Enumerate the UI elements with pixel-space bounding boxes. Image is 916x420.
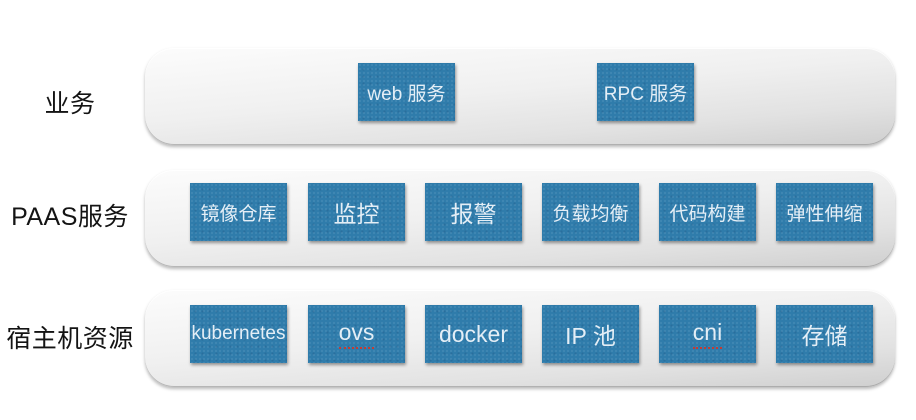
- node-code-build: 代码构建: [659, 183, 756, 241]
- layer-label-business: 业务: [44, 90, 96, 118]
- node-code-build-label: 代码构建: [669, 203, 746, 225]
- node-monitoring-label: 监控: [333, 201, 380, 227]
- node-kubernetes-label: kubernetes: [191, 323, 286, 344]
- paas-layer-bar: 镜像仓库 监控 报警 负载均衡 代码构建 弹性伸缩: [145, 170, 895, 267]
- node-docker-label: docker: [438, 320, 509, 347]
- node-rpc-service-label: RPC 服务: [603, 83, 688, 105]
- business-layer-bar: web 服务 RPC 服务: [145, 48, 895, 145]
- host-layer-bar: kubernetes ovs docker IP 池 cni 存储: [145, 290, 895, 387]
- node-ovs-label: ovs: [338, 319, 375, 349]
- node-ip-pool: IP 池: [542, 305, 639, 363]
- node-image-registry-label: 镜像仓库: [200, 203, 277, 225]
- node-auto-scaling: 弹性伸缩: [776, 183, 873, 241]
- node-image-registry: 镜像仓库: [190, 183, 287, 241]
- node-cni: cni: [659, 305, 756, 363]
- node-load-balancer-label: 负载均衡: [552, 203, 629, 225]
- node-storage-label: 存储: [801, 323, 848, 349]
- node-web-service-label: web 服务: [367, 83, 446, 105]
- node-ip-pool-label: IP 池: [565, 323, 616, 349]
- node-load-balancer: 负载均衡: [542, 183, 639, 241]
- node-alerting-label: 报警: [450, 201, 497, 227]
- node-docker: docker: [425, 305, 522, 363]
- node-rpc-service: RPC 服务: [597, 63, 694, 121]
- node-cni-label: cni: [692, 319, 723, 349]
- node-auto-scaling-label: 弹性伸缩: [786, 203, 863, 225]
- node-monitoring: 监控: [308, 183, 405, 241]
- node-alerting: 报警: [425, 183, 522, 241]
- layer-label-host-resources: 宿主机资源: [6, 325, 134, 353]
- node-ovs: ovs: [308, 305, 405, 363]
- node-web-service: web 服务: [358, 63, 455, 121]
- node-storage: 存储: [776, 305, 873, 363]
- layer-label-paas: PAAS服务: [11, 203, 129, 231]
- node-kubernetes: kubernetes: [190, 305, 287, 363]
